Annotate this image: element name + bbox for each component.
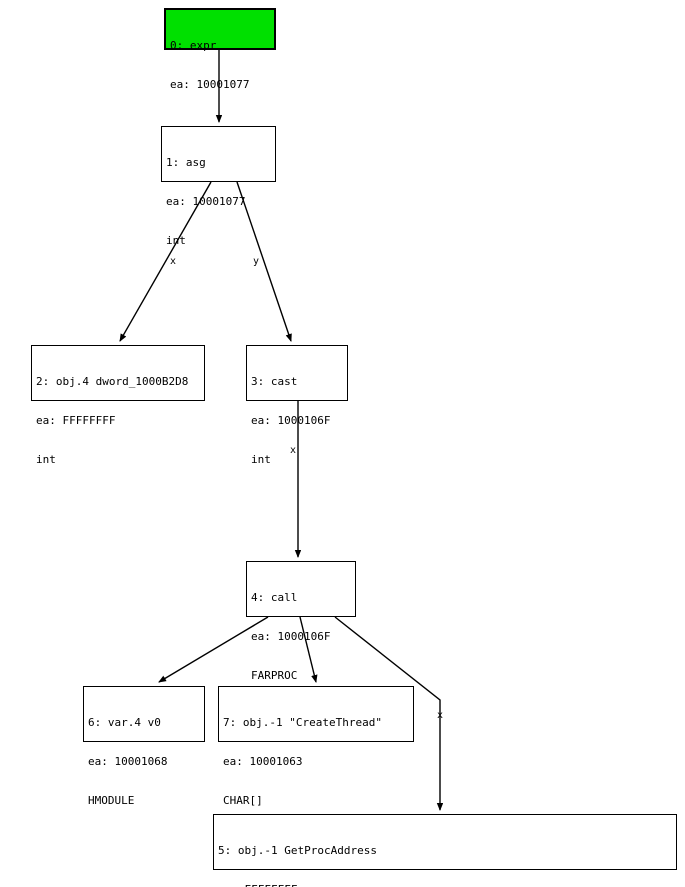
node-3-line-0: 3: cast xyxy=(251,375,298,388)
node-3-line-2: int xyxy=(251,453,271,466)
node-7-line-0: 7: obj.-1 "CreateThread" xyxy=(223,716,382,729)
node-5-line-1: ea: FFFFFFFF xyxy=(218,883,672,887)
edge-label-x-n4-n5: x xyxy=(437,710,444,721)
graph-node-2-obj-dword[interactable]: 2: obj.4 dword_1000B2D8 ea: FFFFFFFF int xyxy=(31,345,205,466)
node-6-line-2: HMODULE xyxy=(88,794,135,807)
graph-node-6-var[interactable]: 6: var.4 v0 ea: 10001068 HMODULE xyxy=(83,686,205,807)
node-2-line-1: ea: FFFFFFFF xyxy=(36,414,116,427)
node-1-line-2: int xyxy=(166,234,186,247)
node-7-line-2: CHAR[] xyxy=(223,794,263,807)
node-2-line-0: 2: obj.4 dword_1000B2D8 xyxy=(36,375,189,388)
graph-node-3-cast[interactable]: 3: cast ea: 1000106F int xyxy=(246,345,348,466)
edge-label-x-n3-n4: x xyxy=(290,445,297,456)
graph-node-5-obj-getprocaddress[interactable]: 5: obj.-1 GetProcAddress ea: FFFFFFFF FA… xyxy=(213,814,677,887)
node-2-line-2: int xyxy=(36,453,56,466)
node-6-line-1: ea: 10001068 xyxy=(88,755,168,768)
node-4-line-1: ea: 1000106F xyxy=(251,630,331,643)
node-0-line-0: 0: expr xyxy=(170,39,217,52)
node-6-line-0: 6: var.4 v0 xyxy=(88,716,161,729)
node-0-line-1: ea: 10001077 xyxy=(170,78,250,91)
graph-node-4-call[interactable]: 4: call ea: 1000106F FARPROC xyxy=(246,561,356,682)
node-3-line-1: ea: 1000106F xyxy=(251,414,331,427)
node-1-line-0: 1: asg xyxy=(166,156,206,169)
graph-node-7-obj-createthread[interactable]: 7: obj.-1 "CreateThread" ea: 10001063 CH… xyxy=(218,686,414,807)
node-7-line-1: ea: 10001063 xyxy=(223,755,303,768)
edge-label-y-n1-n3: y xyxy=(253,256,260,267)
node-5-line-0: 5: obj.-1 GetProcAddress xyxy=(218,844,377,857)
node-4-line-2: FARPROC xyxy=(251,669,298,682)
graph-node-0-expr[interactable]: 0: expr ea: 10001077 xyxy=(164,8,276,91)
graph-node-1-asg[interactable]: 1: asg ea: 10001077 int xyxy=(161,126,276,247)
edge-label-x-n1-n2: x xyxy=(170,256,177,267)
node-4-line-0: 4: call xyxy=(251,591,298,604)
node-1-line-1: ea: 10001077 xyxy=(166,195,246,208)
